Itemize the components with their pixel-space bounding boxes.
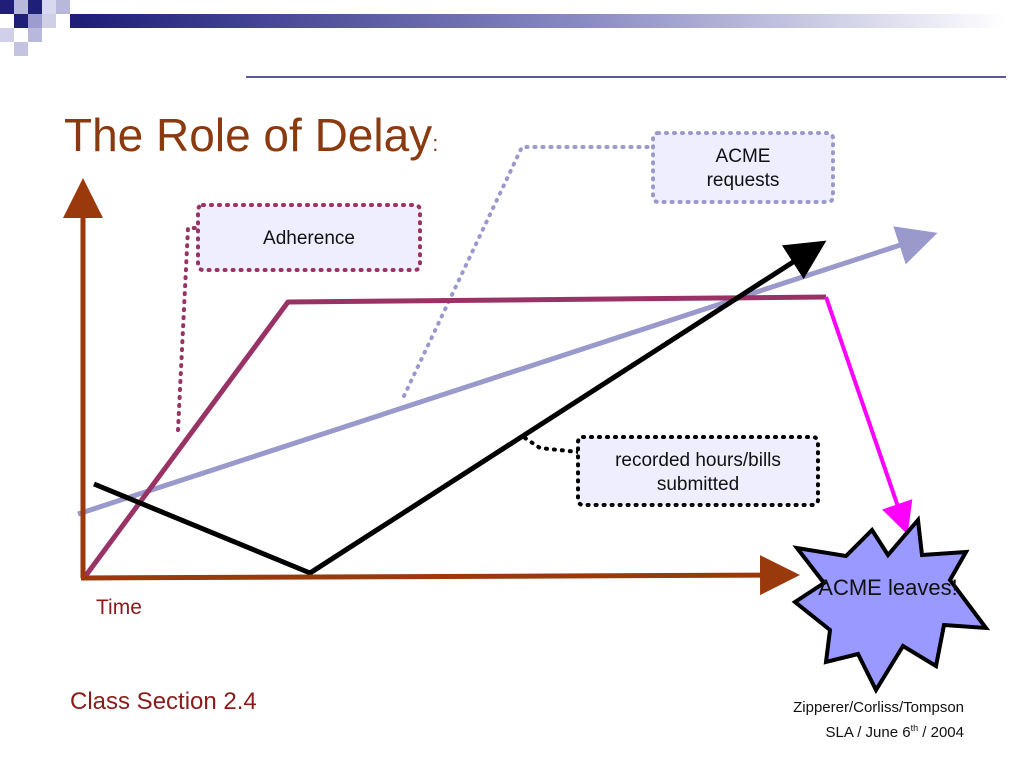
adherence-label: Adherence	[263, 228, 355, 249]
acme-requests-label: ACME requests	[706, 146, 780, 191]
acme-leaves-label: ACME leaves!	[818, 575, 958, 600]
acme-leaves-starburst	[791, 515, 991, 695]
acme-requests-box	[651, 131, 835, 204]
footer: Zipperer/Corliss/Tompson SLA / June 6th …	[793, 697, 964, 743]
adherence-connector	[176, 226, 200, 432]
recorded-hours-line	[93, 240, 827, 576]
recorded-box	[576, 435, 820, 507]
adherence-box	[196, 203, 422, 272]
time-axis-label: Time	[96, 596, 142, 619]
leave-arrow	[824, 296, 913, 535]
acme-requests-line	[77, 226, 938, 517]
recorded-connector	[523, 436, 580, 454]
header-decoration	[0, 0, 1006, 78]
recorded-label: recorded hours/bills submitted	[615, 450, 781, 495]
footer-date: SLA / June 6th / 2004	[825, 723, 964, 741]
slide-title: The Role of Delay:	[64, 109, 439, 161]
requests-connector	[402, 145, 655, 398]
title-colon: :	[432, 131, 439, 156]
footer-authors: Zipperer/Corliss/Tompson	[793, 699, 964, 716]
adherence-line	[81, 294, 827, 580]
class-section-label: Class Section 2.4	[70, 688, 257, 715]
x-axis	[80, 555, 800, 596]
